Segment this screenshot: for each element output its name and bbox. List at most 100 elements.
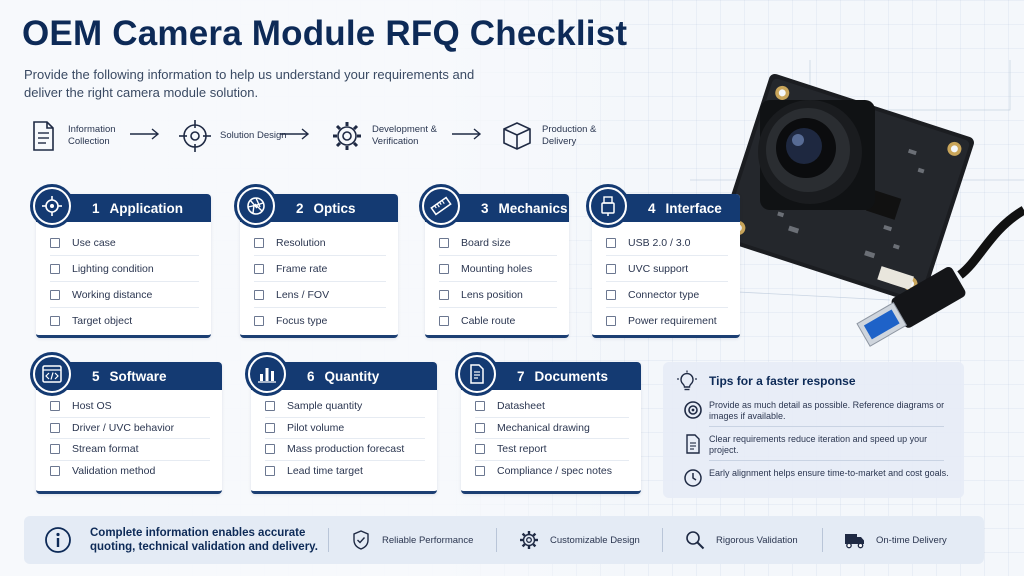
checklist-item[interactable]: Test report (475, 439, 629, 461)
checkbox[interactable] (50, 237, 60, 248)
card-badge (234, 184, 278, 228)
checkbox[interactable] (254, 263, 264, 274)
checklist-item[interactable]: Target object (50, 308, 199, 334)
checklist-item[interactable]: Frame rate (254, 256, 386, 282)
process-step: Development & Verification (330, 116, 450, 156)
document-icon (686, 434, 700, 454)
checklist-item[interactable]: Compliance / spec notes (475, 461, 629, 483)
checklist-item[interactable]: Stream format (50, 439, 210, 461)
checkbox[interactable] (50, 289, 60, 300)
card-mechanics: 3 Mechanics Board size Mounting holes Len… (419, 184, 569, 338)
checklist-item[interactable]: Mechanical drawing (475, 418, 629, 439)
gear-icon (333, 122, 361, 150)
checklist-item[interactable]: Use case (50, 230, 199, 256)
checkbox[interactable] (254, 316, 264, 326)
checkbox[interactable] (439, 263, 449, 274)
checkbox[interactable] (439, 316, 449, 326)
checkbox[interactable] (606, 263, 616, 274)
tips-panel: Tips for a faster response Provide as mu… (663, 362, 964, 498)
card-title: Quantity (324, 368, 380, 384)
checkbox[interactable] (475, 444, 485, 455)
checkbox[interactable] (606, 289, 616, 300)
card-number: 7 (517, 368, 525, 384)
card-number: 4 (648, 200, 656, 216)
card-title: Interface (665, 200, 722, 216)
checklist-item[interactable]: Working distance (50, 282, 199, 308)
checklist-item[interactable]: UVC support (606, 256, 728, 282)
footer-divider (328, 528, 329, 552)
process-step-label: Information Collection (68, 124, 116, 147)
card-title: Software (109, 368, 167, 384)
document-icon (470, 364, 484, 384)
checkbox[interactable] (50, 444, 60, 455)
checkbox[interactable] (50, 466, 60, 477)
card-badge (455, 352, 499, 396)
checkbox[interactable] (265, 466, 275, 477)
lightbulb-icon (677, 370, 697, 391)
process-step: Production & Delivery (500, 116, 620, 156)
shield-check-icon (353, 530, 369, 550)
checklist-item[interactable]: Power requirement (606, 308, 728, 334)
document-icon (33, 121, 54, 151)
tip-item: Early alignment helps ensure time-to-mar… (684, 468, 954, 487)
checkbox[interactable] (50, 316, 60, 326)
checklist-item[interactable]: Lens position (439, 282, 557, 308)
checklist-item[interactable]: Host OS (50, 396, 210, 418)
checkbox[interactable] (475, 422, 485, 433)
tips-title: Tips for a faster response (709, 374, 856, 388)
card-badge (586, 184, 630, 228)
checklist-item[interactable]: Lens / FOV (254, 282, 386, 308)
process-step: Information Collection (26, 116, 146, 156)
magnifier-icon (686, 531, 705, 550)
clock-icon (684, 469, 702, 487)
card-badge (30, 352, 74, 396)
checkbox[interactable] (50, 401, 60, 412)
checklist-item[interactable]: Cable route (439, 308, 557, 334)
truck-icon (845, 534, 864, 549)
checklist-item[interactable]: Connector type (606, 282, 728, 308)
checkbox[interactable] (265, 444, 275, 455)
footer-bar: Complete information enables accurate qu… (24, 516, 984, 564)
checkbox[interactable] (439, 237, 449, 248)
checkbox[interactable] (254, 237, 264, 248)
card-title: Mechanics (498, 200, 568, 216)
card-number: 6 (307, 368, 315, 384)
checkbox[interactable] (475, 401, 485, 412)
checklist-item[interactable]: Validation method (50, 461, 210, 483)
footer-divider (662, 528, 663, 552)
checkbox[interactable] (265, 401, 275, 412)
checkbox[interactable] (50, 422, 60, 433)
checklist-item[interactable]: Datasheet (475, 396, 629, 418)
checklist-item[interactable]: Lead time target (265, 461, 425, 483)
checkbox[interactable] (265, 422, 275, 433)
checklist-item[interactable]: Pilot volume (265, 418, 425, 439)
checkbox[interactable] (475, 466, 485, 477)
checklist-item[interactable]: Mass production forecast (265, 439, 425, 461)
checkbox[interactable] (50, 263, 60, 274)
checklist-item[interactable]: Mounting holes (439, 256, 557, 282)
process-step-label: Development & Verification (372, 124, 437, 147)
footer-feature: Reliable Performance (350, 528, 473, 552)
ruler-icon (430, 196, 452, 216)
checklist-item[interactable]: Lighting condition (50, 256, 199, 282)
checkbox[interactable] (254, 289, 264, 300)
checklist-item[interactable]: Board size (439, 230, 557, 256)
card-title: Application (109, 200, 184, 216)
target-icon (179, 120, 211, 152)
checkbox[interactable] (439, 289, 449, 300)
checklist-item[interactable]: USB 2.0 / 3.0 (606, 230, 728, 256)
footer-feature: On-time Delivery (844, 528, 947, 552)
checkbox[interactable] (606, 316, 616, 326)
checkbox[interactable] (606, 237, 616, 248)
card-number: 3 (481, 200, 489, 216)
usb-icon (601, 196, 615, 216)
footer-feature: Customizable Design (518, 528, 640, 552)
checklist-item[interactable]: Driver / UVC behavior (50, 418, 210, 439)
checklist-item[interactable]: Sample quantity (265, 396, 425, 418)
checklist-item[interactable]: Focus type (254, 308, 386, 334)
process-step: Solution Design (178, 116, 298, 156)
tip-item: Clear requirements reduce iteration and … (686, 434, 954, 456)
checklist-item[interactable]: Resolution (254, 230, 386, 256)
card-badge (30, 184, 74, 228)
